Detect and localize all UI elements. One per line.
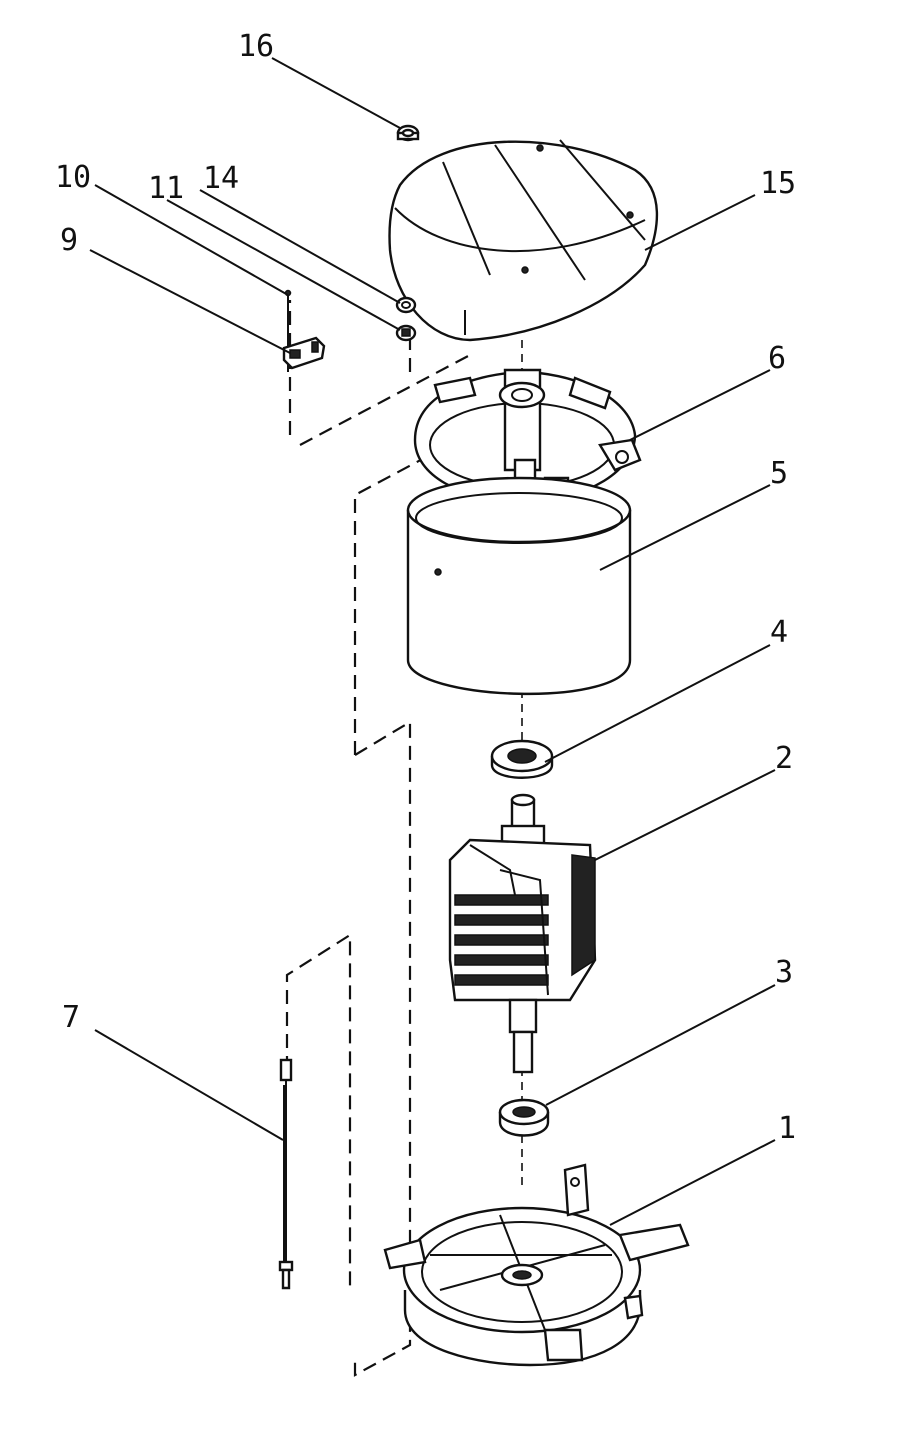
callout-14: 14 — [203, 161, 239, 196]
part-11-nut — [395, 324, 417, 342]
part-15-cover — [388, 139, 659, 342]
part-1-base — [383, 1163, 690, 1367]
callout-3: 3 — [775, 955, 793, 990]
callout-7: 7 — [62, 1000, 80, 1035]
part-2-armature — [448, 793, 597, 1074]
part-14-washer — [395, 296, 417, 314]
callout-11: 11 — [148, 171, 184, 206]
callout-labels: 16 15 10 11 14 9 6 5 4 2 3 1 7 — [55, 29, 796, 1146]
callout-15: 15 — [760, 166, 796, 201]
callout-4: 4 — [770, 615, 788, 650]
part-6-end-bell — [413, 368, 642, 504]
callout-2: 2 — [775, 741, 793, 776]
callout-5: 5 — [770, 456, 788, 491]
leader-lines — [89, 57, 776, 1226]
part-16-nut — [396, 124, 420, 142]
part-5-housing — [406, 476, 632, 695]
part-4-bearing — [490, 739, 554, 779]
callout-9: 9 — [60, 223, 78, 258]
callout-6: 6 — [768, 341, 786, 376]
part-7-bolt — [278, 1058, 294, 1290]
callout-16: 16 — [238, 29, 274, 64]
part-3-bearing — [498, 1098, 550, 1137]
callout-10: 10 — [55, 160, 91, 195]
callout-1: 1 — [778, 1111, 796, 1146]
part-9-switch — [282, 336, 326, 370]
assembly-guides — [285, 300, 471, 1377]
